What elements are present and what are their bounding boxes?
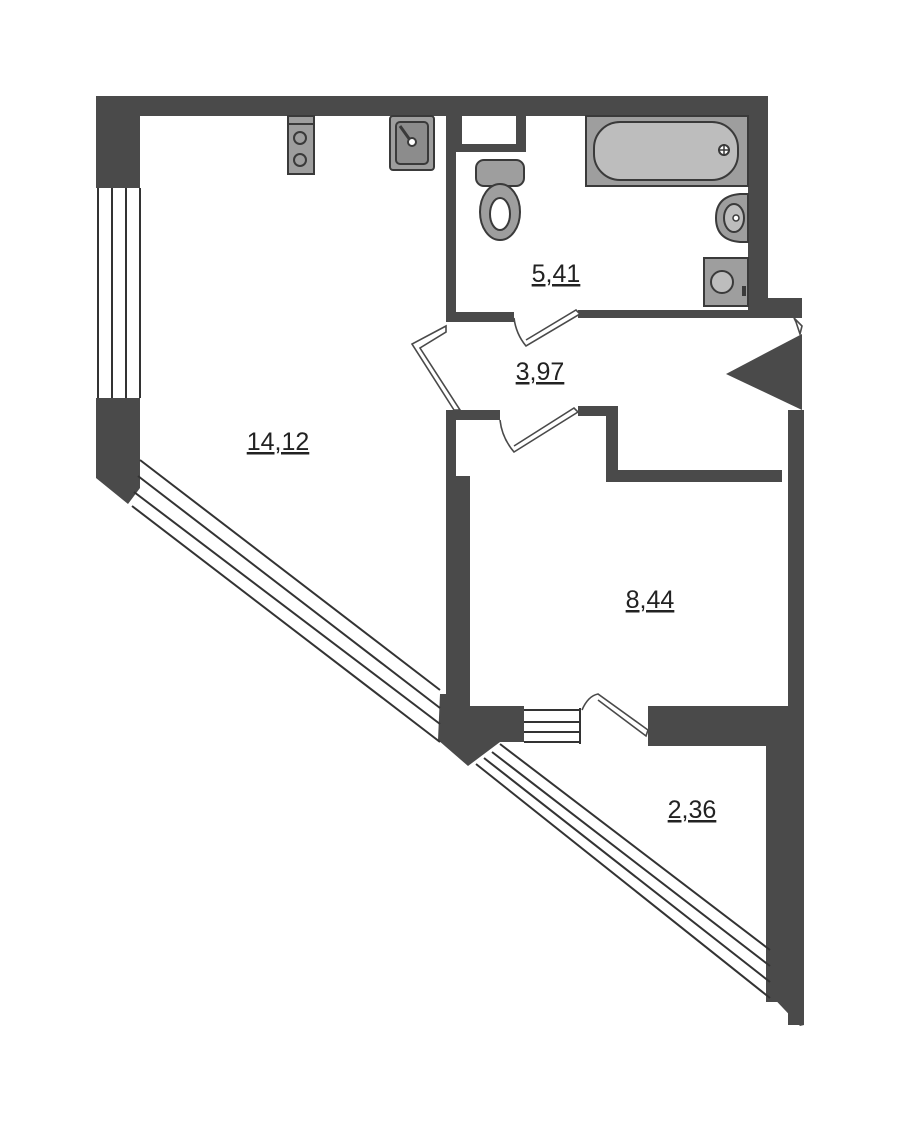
door-balcony xyxy=(581,693,649,738)
wall-right-stub xyxy=(748,298,802,318)
wall-right-main xyxy=(788,410,804,1025)
window-balcony-door xyxy=(524,708,581,744)
washbasin-icon xyxy=(714,193,749,243)
wall-bath-bottom-right xyxy=(578,310,750,318)
area-labels: 14,12 5,41 3,97 8,44 2,36 xyxy=(247,260,717,824)
entrance-arrow-icon xyxy=(726,334,802,410)
window-diagonal-balcony xyxy=(475,743,771,999)
doors xyxy=(410,308,803,738)
room-area-bedroom: 8,44 xyxy=(626,586,675,614)
windows xyxy=(97,188,771,999)
kitchen-sink-icon xyxy=(389,115,435,171)
toilet-icon xyxy=(475,159,525,241)
wall-bath-niche-bottom xyxy=(454,144,524,152)
door-entrance xyxy=(793,317,803,337)
washing-machine-icon xyxy=(703,257,749,307)
wall-left-lower xyxy=(96,398,140,504)
wall-kitchen-bedroom-thin xyxy=(446,410,456,476)
wall-balcony-right xyxy=(766,742,788,1002)
wall-top xyxy=(96,96,766,116)
window-left xyxy=(97,188,141,398)
room-area-living-kitchen: 14,12 xyxy=(247,428,310,456)
bathroom-fixtures xyxy=(475,115,749,307)
wall-hall-step-horizontal xyxy=(606,470,782,482)
wall-hall-bottom-mid xyxy=(578,406,616,416)
door-kitchen xyxy=(410,324,462,411)
wall-kitchen-bath xyxy=(446,114,456,322)
wall-corner-block xyxy=(438,694,524,766)
window-diagonal-living xyxy=(131,459,441,743)
room-area-balcony: 2,36 xyxy=(668,796,717,824)
outer-walls xyxy=(96,96,804,1025)
wall-kitchen-bedroom-thick xyxy=(446,476,470,708)
wall-bath-niche-left xyxy=(454,114,462,150)
door-bathroom xyxy=(513,308,582,348)
wall-left-upper xyxy=(96,96,140,188)
wall-hall-bottom-left xyxy=(446,410,500,420)
room-area-bathroom: 5,41 xyxy=(532,260,581,288)
interior-walls xyxy=(438,114,804,1026)
wall-balcony-corner xyxy=(766,990,804,1026)
wall-bath-bottom-left xyxy=(446,312,514,322)
door-bedroom xyxy=(499,406,580,454)
bathtub-icon xyxy=(585,115,749,187)
stove-icon xyxy=(287,115,315,175)
kitchen-fixtures xyxy=(287,115,435,175)
room-area-hallway: 3,97 xyxy=(516,358,565,386)
wall-bath-niche-right xyxy=(516,114,526,152)
wall-hall-step-vertical xyxy=(606,406,618,482)
wall-right-bath xyxy=(748,96,768,316)
wall-balcony-top xyxy=(648,706,790,746)
